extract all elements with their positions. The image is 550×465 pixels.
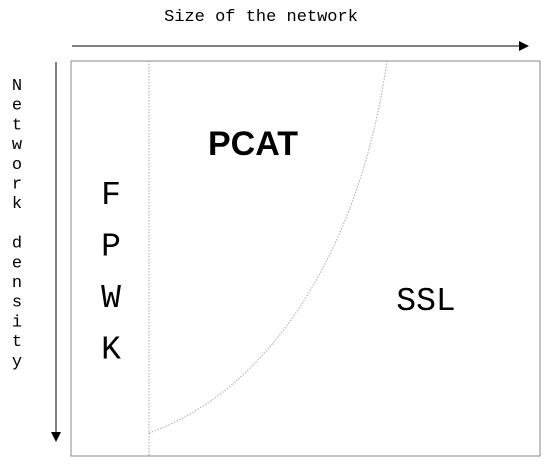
y-axis-label-letter: t: [12, 333, 22, 352]
y-axis-label-letter: n: [12, 274, 22, 293]
y-axis-label-letter: s: [12, 294, 22, 313]
region-fpwk-letter: P: [101, 229, 121, 266]
y-axis-label-letter: i: [12, 313, 22, 332]
y-axis-label-letter: o: [12, 156, 22, 175]
region-pcat: PCAT: [208, 125, 298, 163]
y-axis-label-letter: w: [12, 136, 23, 155]
y-axis-label-letter: N: [12, 77, 22, 96]
region-fpwk-letter: F: [101, 177, 121, 214]
curved-divider: [148, 60, 388, 434]
region-fpwk-letter: W: [101, 280, 121, 317]
y-axis-label-letter: y: [12, 353, 22, 372]
y-axis-label-letter: e: [12, 254, 22, 273]
y-axis-label-letter: r: [12, 176, 22, 195]
region-fpwk-letter: K: [101, 332, 121, 369]
y-axis-label-letter: e: [12, 97, 22, 116]
region-ssl: SSL: [396, 283, 455, 320]
x-axis-label: Size of the network: [164, 8, 358, 27]
y-axis-label-letter: t: [12, 116, 22, 135]
y-axis-label-letter: d: [12, 235, 22, 254]
y-axis-label-letter: k: [12, 195, 22, 214]
diagram-frame: [70, 60, 541, 457]
